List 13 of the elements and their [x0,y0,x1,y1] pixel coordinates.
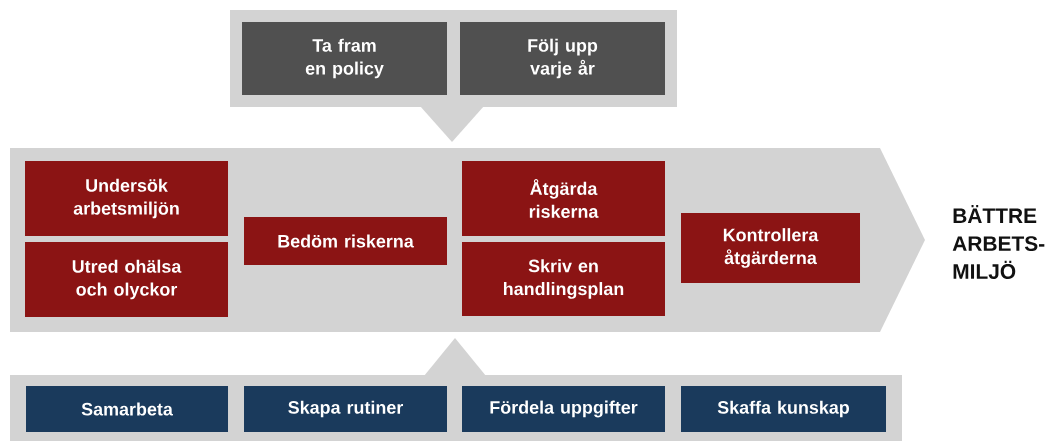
step-box: Bedöm riskerna [244,217,447,265]
step-box: Utred ohälsa och olyckor [25,242,228,317]
task-box: Ta fram en policy [242,22,447,95]
step-box: Kontrollera åtgärderna [681,213,860,283]
task-box: Fördela uppgifter [462,386,665,432]
task-box: Skaffa kunskap [681,386,886,432]
task-box: Följ upp varje år [460,22,665,95]
task-box: Skapa rutiner [244,386,447,432]
task-box: Samarbeta [26,386,228,432]
step-box: Undersök arbetsmiljön [25,161,228,236]
step-box: Åtgärda riskerna [462,161,665,236]
step-box: Skriv en handlingsplan [462,242,665,316]
outcome-label: BÄTTRE ARBETS- MILJÖ [952,205,1045,279]
